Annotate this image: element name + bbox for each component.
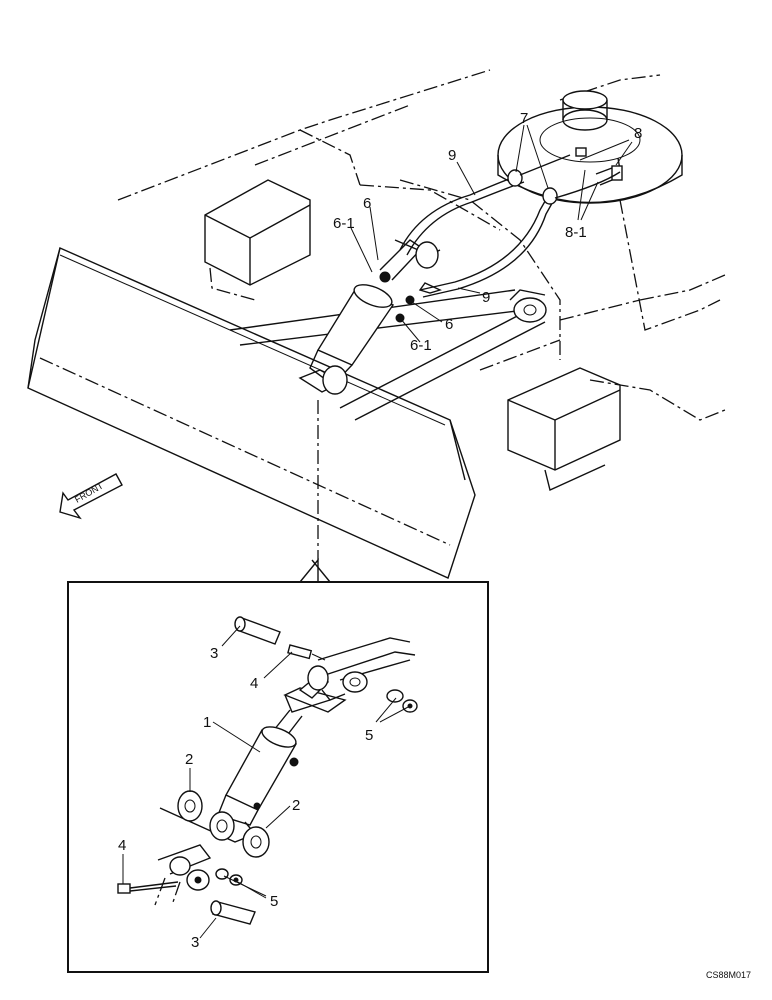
detail-callout-4-lower: 4 [118, 837, 126, 854]
detail-callout-1: 1 [203, 714, 211, 731]
callout-9-lower: 9 [482, 289, 490, 306]
lower-bracket [154, 844, 212, 906]
front-label: FRONT [73, 480, 105, 504]
detail-callout-2-left: 2 [185, 751, 193, 768]
callout-7: 7 [520, 110, 528, 127]
callout-6-upper: 6 [363, 195, 371, 212]
detail-callout-3-upper: 3 [210, 645, 218, 662]
hydraulic-hoses [399, 154, 621, 298]
swing-bearing [497, 90, 683, 204]
leaders-detail [122, 625, 411, 939]
pin-upper [234, 616, 281, 645]
detail-callout-3-lower: 3 [191, 934, 199, 951]
track-frame-outline [117, 69, 491, 201]
bolt-upper [287, 644, 326, 661]
washers-upper [386, 689, 418, 713]
callout-6-1-lower: 6-1 [410, 337, 432, 354]
front-arrow: FRONT [59, 473, 123, 520]
bolt-lower [117, 881, 179, 894]
pin-lower [210, 900, 256, 925]
right-bracket-box [507, 367, 621, 491]
detail-pointer [299, 400, 331, 583]
leaders-main [350, 124, 633, 343]
washer-left [177, 790, 203, 822]
main-view: 7 8 9 9 6 6-1 6 6-1 8-1 FRONT [27, 69, 726, 583]
callout-6-lower: 6 [445, 316, 453, 333]
detail-frame [67, 581, 489, 973]
callout-9-upper: 9 [448, 147, 456, 164]
callout-8-1: 8-1 [565, 224, 587, 241]
callout-8: 8 [634, 125, 642, 142]
drawing-code: CS88M017 [706, 970, 751, 980]
left-bracket-box [204, 179, 311, 301]
blade-cylinder-main [298, 239, 441, 395]
callout-6-1-upper: 6-1 [333, 215, 355, 232]
dozer-blade [27, 247, 476, 579]
blade-arms [229, 289, 547, 421]
detail-callout-5-upper: 5 [365, 727, 373, 744]
arm-bracket [317, 637, 416, 701]
detail-callout-2-right: 2 [292, 797, 300, 814]
detail-callout-5-lower: 5 [270, 893, 278, 910]
detail-view: 3 4 1 5 2 2 4 5 3 [67, 581, 489, 973]
cylinder-detail [159, 665, 347, 843]
washer-right [242, 826, 270, 858]
detail-callout-4-upper: 4 [250, 675, 258, 692]
